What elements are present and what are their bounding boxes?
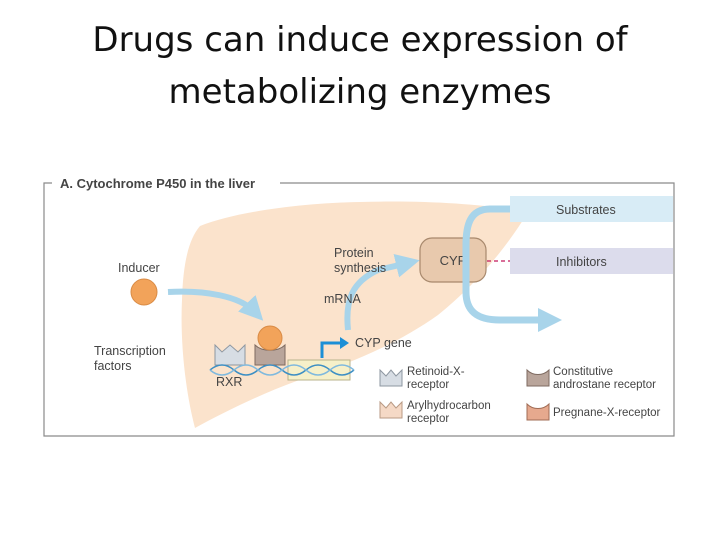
cyp-label: CYP — [440, 253, 467, 268]
inhibitors-box — [510, 248, 673, 274]
slide-title: Drugs can induce expression of metaboliz… — [0, 14, 720, 118]
legend-retinoid-icon — [379, 368, 403, 387]
inducer-label: Inducer — [118, 261, 160, 275]
mrna-label: mRNA — [324, 292, 361, 306]
substrate-flow-arrow — [462, 205, 540, 324]
substrates-label: Substrates — [556, 203, 616, 217]
legend-arylhydrocarbon-line-2: receptor — [407, 413, 449, 425]
protein-synthesis-arrow — [344, 254, 420, 331]
transcription-factors-label-line-1: Transcription — [94, 344, 166, 358]
legend-retinoid-line-1: Retinoid-X- — [407, 366, 465, 378]
gene-start-arrow — [320, 341, 342, 358]
inhibitors-label: Inhibitors — [556, 255, 607, 269]
cyp-gene-segment — [287, 359, 351, 381]
cyp-gene-label: CYP gene — [355, 336, 412, 350]
slide-title-line-2: metabolizing enzymes — [168, 72, 552, 112]
inducer-molecule — [130, 278, 158, 306]
panel-title: A. Cytochrome P450 in the liver — [60, 176, 255, 191]
bound-inducer — [257, 325, 283, 351]
gene-start-arrowhead — [340, 337, 349, 349]
legend-pregnane-label: Pregnane-X-receptor — [553, 407, 661, 419]
rxr-label: RXR — [216, 375, 242, 389]
legend-constitutive-icon — [526, 368, 550, 387]
legend-constitutive-line-2: androstane receptor — [553, 379, 656, 391]
legend-arylhydrocarbon-line-1: Arylhydrocarbon — [407, 400, 491, 412]
panel-frame — [43, 182, 675, 437]
legend-arylhydrocarbon-icon — [379, 400, 403, 419]
inducer-arrow — [167, 288, 264, 321]
legend-retinoid-line-2: receptor — [407, 379, 449, 391]
transcription-factors-label-line-2: factors — [94, 359, 132, 373]
substrate-flow-arrowhead — [538, 308, 562, 332]
bound-receptor — [254, 343, 286, 366]
protein-synthesis-label-line-1: Protein — [334, 246, 374, 260]
legend-pregnane-icon — [526, 402, 550, 421]
legend-constitutive-line-1: Constitutive — [553, 366, 613, 378]
dna-strand-2 — [209, 364, 355, 376]
substrates-box — [510, 196, 673, 222]
protein-synthesis-label-line-2: synthesis — [334, 261, 386, 275]
slide-title-line-1: Drugs can induce expression of — [92, 20, 628, 60]
